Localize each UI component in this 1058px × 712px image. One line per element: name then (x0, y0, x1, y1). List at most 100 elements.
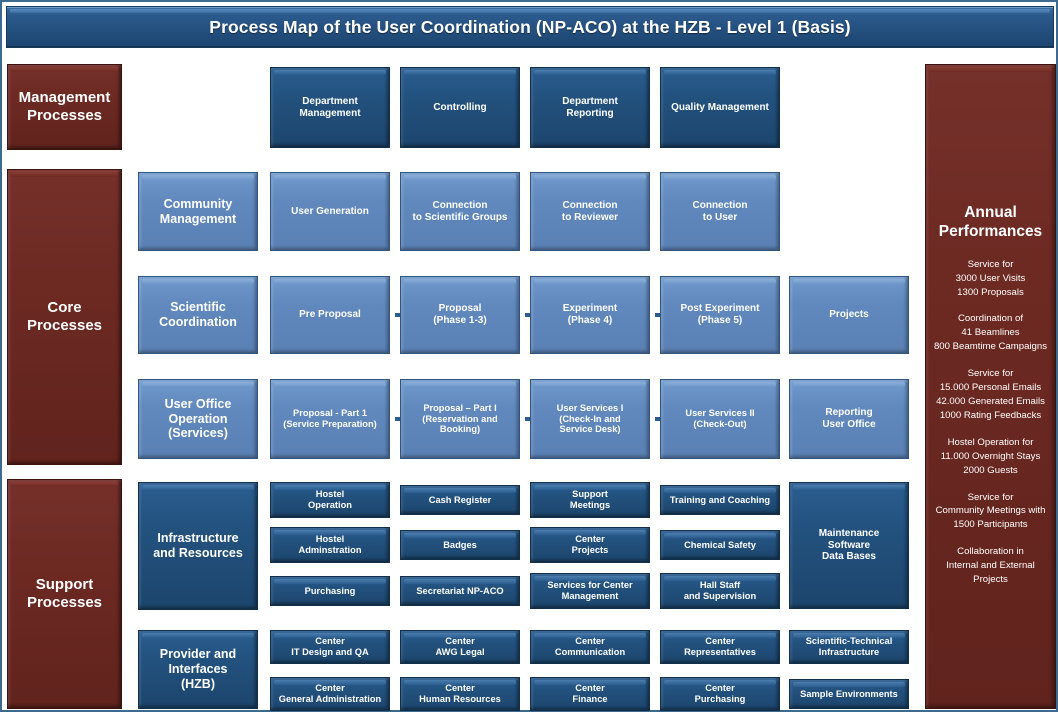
process-box-label: Connection to Scientific Groups (412, 199, 508, 223)
box-highlight (793, 485, 905, 490)
box-highlight (274, 279, 386, 284)
process-box-center-projects[interactable]: Center Projects (530, 527, 650, 563)
category-label: Core Processes (26, 299, 103, 334)
box-highlight (142, 175, 254, 180)
process-box-quality-management[interactable]: Quality Management (660, 67, 780, 148)
process-box-reporting-user-office[interactable]: Reporting User Office (789, 379, 909, 459)
process-box-center-finance[interactable]: Center Finance (530, 677, 650, 711)
process-box-user-services-i-check-in-and-service-desk[interactable]: User Services I (Check-In and Service De… (530, 379, 650, 459)
stat-group: Coordination of 41 Beamlines 800 Beamtim… (933, 313, 1048, 353)
process-box-label: Services for Center Management (547, 580, 633, 601)
process-box-label: Center IT Design and QA (291, 636, 369, 657)
box-highlight (404, 70, 516, 75)
stat-group: Service for 15.000 Personal Emails 42.00… (936, 368, 1045, 421)
group-box-user-office-operation[interactable]: User Office Operation (Services) (138, 379, 258, 459)
process-box-label: Department Management (299, 95, 361, 119)
group-box-scientific-coordination[interactable]: Scientific Coordination (138, 276, 258, 354)
process-box-center-representatives[interactable]: Center Representatives (660, 630, 780, 664)
process-box-controlling[interactable]: Controlling (400, 67, 520, 148)
process-box-label: Connection to Reviewer (561, 199, 619, 223)
process-box-center-communication[interactable]: Center Communication (530, 630, 650, 664)
process-box-support-meetings[interactable]: Support Meetings (530, 482, 650, 518)
process-box-hall-staff-and-supervision[interactable]: Hall Staff and Supervision (660, 573, 780, 609)
process-box-label: Proposal - Part 1 (Service Preparation) (283, 408, 377, 429)
process-box-department-reporting[interactable]: Department Reporting (530, 67, 650, 148)
process-box-user-services-ii-check-out[interactable]: User Services II (Check-Out) (660, 379, 780, 459)
process-box-cash-register[interactable]: Cash Register (400, 485, 520, 515)
process-box-center-purchasing[interactable]: Center Purchasing (660, 677, 780, 711)
group-box-provider-and-interfaces[interactable]: Provider and Interfaces (HZB) (138, 630, 258, 709)
process-box-label: Support Meetings (569, 489, 611, 510)
box-highlight (404, 533, 516, 538)
process-box-label: Center AWG Legal (435, 636, 485, 657)
process-box-center-awg-legal[interactable]: Center AWG Legal (400, 630, 520, 664)
category-management-processes[interactable]: Management Processes (7, 64, 122, 150)
box-highlight (664, 533, 776, 538)
group-box-infrastructure-and-resources[interactable]: Infrastructure and Resources (138, 482, 258, 610)
box-highlight (274, 175, 386, 180)
process-box-label: Center Human Resources (419, 683, 501, 704)
process-box-services-for-center-management[interactable]: Services for Center Management (530, 573, 650, 609)
process-box-label: Sample Environments (800, 688, 898, 699)
box-highlight (142, 382, 254, 387)
group-box-community-management[interactable]: Community Management (138, 172, 258, 251)
process-box-pre-proposal[interactable]: Pre Proposal (270, 276, 390, 354)
group-box-label: Community Management (159, 196, 237, 226)
process-box-connection-to-scientific-groups[interactable]: Connection to Scientific Groups (400, 172, 520, 251)
process-box-label: Center Communication (554, 636, 626, 657)
process-box-connection-to-reviewer[interactable]: Connection to Reviewer (530, 172, 650, 251)
process-box-label: Experiment (Phase 4) (562, 303, 618, 326)
process-box-maintenance-software-data-bases[interactable]: Maintenance Software Data Bases (789, 482, 909, 609)
process-box-center-human-resources[interactable]: Center Human Resources (400, 677, 520, 711)
box-highlight (274, 579, 386, 584)
process-box-training-and-coaching[interactable]: Training and Coaching (660, 485, 780, 515)
process-box-proposal-part-i-reservation-and-booking[interactable]: Proposal – Part I (Reservation and Booki… (400, 379, 520, 459)
box-highlight (142, 485, 254, 490)
process-box-badges[interactable]: Badges (400, 530, 520, 560)
process-box-label: Center Finance (572, 683, 608, 704)
process-box-label: Projects (829, 309, 869, 321)
process-box-label: Controlling (433, 101, 487, 113)
box-highlight (404, 382, 516, 387)
process-box-proposal-part-1-service-preparation[interactable]: Proposal - Part 1 (Service Preparation) (270, 379, 390, 459)
process-box-post-experiment-phase-5[interactable]: Post Experiment (Phase 5) (660, 276, 780, 354)
process-box-label: Reporting User Office (822, 407, 876, 430)
process-box-hostel-adminstration[interactable]: Hostel Adminstration (270, 527, 390, 563)
group-box-label: Infrastructure and Resources (153, 531, 243, 560)
process-box-proposal-phase-1-3[interactable]: Proposal (Phase 1-3) (400, 276, 520, 354)
category-label: Support Processes (26, 576, 103, 611)
box-highlight (11, 67, 118, 72)
process-box-label: User Generation (291, 205, 369, 217)
process-box-hostel-operation[interactable]: Hostel Operation (270, 482, 390, 518)
box-highlight (793, 279, 905, 284)
category-core-processes[interactable]: Core Processes (7, 169, 122, 465)
box-highlight (664, 488, 776, 493)
process-box-chemical-safety[interactable]: Chemical Safety (660, 530, 780, 560)
process-box-scientific-technical-infrastructure[interactable]: Scientific-Technical Infrastructure (789, 630, 909, 664)
box-highlight (534, 175, 646, 180)
box-highlight (534, 70, 646, 75)
process-box-sample-environments[interactable]: Sample Environments (789, 679, 909, 709)
process-box-center-general-administration[interactable]: Center General Administration (270, 677, 390, 711)
process-box-center-it-design-and-qa[interactable]: Center IT Design and QA (270, 630, 390, 664)
box-highlight (274, 70, 386, 75)
title-bar-highlight (10, 9, 1050, 13)
page-title: Process Map of the User Coordination (NP… (209, 16, 851, 37)
category-label: Management Processes (18, 89, 111, 124)
category-support-processes[interactable]: Support Processes (7, 479, 122, 709)
process-box-projects[interactable]: Projects (789, 276, 909, 354)
process-box-user-generation[interactable]: User Generation (270, 172, 390, 251)
process-box-purchasing[interactable]: Purchasing (270, 576, 390, 606)
annual-performances-panel[interactable]: Annual Performances Service for 3000 Use… (925, 64, 1056, 709)
process-box-department-management[interactable]: Department Management (270, 67, 390, 148)
process-box-label: User Services I (Check-In and Service De… (556, 402, 624, 435)
box-highlight (793, 382, 905, 387)
annual-performances-stats: Service for 3000 User Visits 1300 Propos… (930, 258, 1051, 587)
process-box-secretariat-np-aco[interactable]: Secretariat NP-ACO (400, 576, 520, 606)
process-box-connection-to-user[interactable]: Connection to User (660, 172, 780, 251)
stat-group: Collaboration in Internal and External P… (946, 546, 1035, 586)
box-highlight (274, 382, 386, 387)
process-box-label: User Services II (Check-Out) (685, 408, 755, 429)
process-box-experiment-phase-4[interactable]: Experiment (Phase 4) (530, 276, 650, 354)
stat-group: Service for Community Meetings with 1500… (935, 491, 1046, 531)
